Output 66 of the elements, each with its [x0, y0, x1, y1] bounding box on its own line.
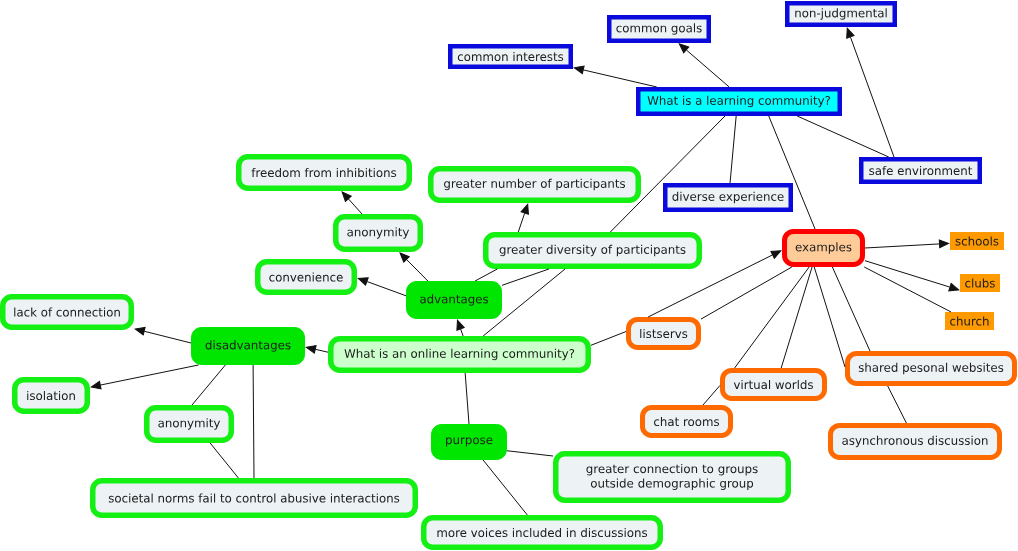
- connector-line: [252, 364, 255, 479]
- arrow: [517, 203, 529, 233]
- concept-box: virtual worlds: [720, 368, 827, 401]
- arrow: [134, 327, 192, 344]
- connector-line: [831, 266, 871, 352]
- connector-line: [590, 331, 627, 346]
- connector-line: [609, 115, 726, 233]
- connector-line: [506, 450, 554, 457]
- concept-box: greater diversity of participants: [483, 232, 702, 269]
- concept-box: societal norms fail to control abusive interactions: [90, 478, 418, 518]
- concept-box: asynchronous discussion: [828, 423, 1002, 460]
- concept-box: listservs: [626, 317, 701, 350]
- concept-box: common goals: [607, 15, 711, 43]
- question-box: What is a learning community?: [636, 87, 842, 116]
- concept-box: common interests: [448, 44, 573, 69]
- concept-box: shared pesonal websites: [845, 351, 1017, 386]
- concept-box: more voices included in discussions: [421, 515, 663, 550]
- concept-box: chat rooms: [640, 405, 733, 438]
- category-box: purpose: [431, 424, 507, 460]
- concept-box: anonymity: [333, 214, 423, 252]
- connector-line: [191, 364, 226, 406]
- connector-line: [734, 266, 810, 369]
- connector-line: [863, 266, 952, 313]
- concept-box: diverse experience: [663, 183, 793, 212]
- concept-box: isolation: [12, 377, 90, 414]
- connector-line: [768, 115, 816, 230]
- connector-line: [501, 268, 550, 286]
- category-box: disadvantages: [191, 327, 305, 365]
- connector-line: [813, 266, 846, 368]
- label-box: clubs: [960, 274, 1000, 292]
- arrow: [864, 260, 960, 292]
- concept-box: greater connection to groups outside demographic group: [553, 451, 791, 503]
- arrow: [678, 43, 730, 88]
- connector-line: [796, 115, 890, 158]
- category-box: examples: [782, 229, 865, 267]
- arrow: [647, 250, 782, 318]
- arrow: [341, 191, 363, 215]
- arrow: [846, 27, 895, 158]
- concept-box: safe environment: [859, 157, 982, 184]
- arrow: [305, 345, 329, 354]
- connector-line: [887, 385, 907, 424]
- arrow: [399, 252, 429, 282]
- concept-box: anonymity: [144, 405, 234, 443]
- arrow: [90, 364, 199, 390]
- concept-box: non-judgmental: [785, 1, 897, 27]
- arrow: [357, 277, 407, 297]
- connector-line: [700, 266, 793, 320]
- label-box: church: [945, 312, 994, 330]
- connector-line: [482, 268, 566, 337]
- label-box: schools: [950, 232, 1004, 250]
- connector-line: [209, 442, 239, 479]
- arrow: [573, 65, 658, 88]
- connector-line: [482, 459, 528, 516]
- connector-line: [702, 384, 721, 406]
- arrow: [864, 239, 950, 249]
- concept-box: lack of connection: [0, 294, 134, 330]
- question-box: What is an online learning community?: [328, 336, 591, 373]
- concept-box: freedom from inhibitions: [236, 154, 412, 191]
- connector-line: [474, 268, 498, 282]
- category-box: advantages: [406, 281, 502, 319]
- arrow: [456, 319, 465, 337]
- connector-line: [780, 266, 813, 369]
- connector-line: [729, 115, 737, 184]
- concept-box: greater number of participants: [428, 166, 641, 203]
- concept-box: convenience: [255, 259, 357, 295]
- connector-line: [464, 372, 470, 425]
